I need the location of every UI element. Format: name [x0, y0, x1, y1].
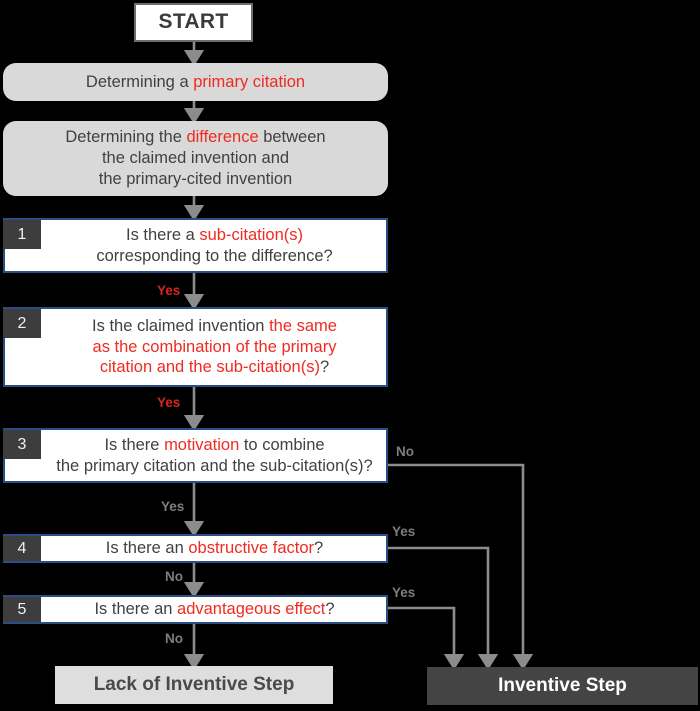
wire-decision3-no-to-inventive	[388, 463, 534, 671]
edge-label-decision1-yes: Yes	[157, 283, 181, 298]
decision-node-1-sub-citation-exists: Is there a sub-citation(s) corresponding…	[3, 218, 388, 273]
process-2-text: Determining the difference between the c…	[65, 128, 326, 188]
edge-label-decision5-yes: Yes	[392, 585, 416, 600]
decision-node-2-claimed-invention-same-as-combination: Is the claimed invention the same as the…	[3, 307, 388, 387]
wire-decision5-yes-to-inventive	[388, 606, 465, 671]
start-node: START	[134, 3, 253, 42]
edge-label-decision5-no: No	[165, 631, 183, 646]
decision-1-text: Is there a sub-citation(s) corresponding…	[96, 225, 333, 265]
decision-2-number-badge: 2	[3, 309, 41, 338]
decision-3-text: Is there motivation to combine the prima…	[56, 435, 373, 475]
process-1-text: Determining a primary citation	[85, 72, 306, 91]
decision-5-text: Is there an advantageous effect?	[94, 600, 335, 619]
terminal-lack-of-inventive-step: Lack of Inventive Step	[55, 666, 333, 704]
decision-2-text: Is the claimed invention the same as the…	[92, 316, 337, 377]
terminal-inventive-step: Inventive Step	[427, 667, 698, 705]
terminal-lack-label: Lack of Inventive Step	[93, 674, 295, 696]
process-node-determining-primary-citation: Determining a primary citation	[3, 63, 388, 101]
decision-node-5-advantageous-effect: Is there an advantageous effect?	[3, 595, 388, 624]
decision-node-4-obstructive-factor: Is there an obstructive factor?	[3, 534, 388, 563]
decision-5-number-badge: 5	[3, 597, 41, 622]
edge-label-decision4-no: No	[165, 569, 183, 584]
edge-label-decision3-yes: Yes	[161, 499, 185, 514]
decision-4-number-badge: 4	[3, 536, 41, 561]
decision-1-number-badge: 1	[3, 220, 41, 249]
decision-node-3-motivation-to-combine: Is there motivation to combine the prima…	[3, 428, 388, 483]
edge-label-decision4-yes: Yes	[392, 524, 416, 539]
process-node-determining-difference: Determining the difference between the c…	[3, 121, 388, 196]
start-label: START	[158, 10, 229, 34]
decision-3-number-badge: 3	[3, 430, 41, 459]
edge-label-decision2-yes: Yes	[157, 395, 181, 410]
decision-4-text: Is there an obstructive factor?	[105, 539, 324, 558]
terminal-inventive-label: Inventive Step	[498, 675, 627, 697]
edge-label-decision3-no: No	[396, 444, 414, 459]
wire-decision4-yes-to-inventive	[388, 546, 499, 671]
